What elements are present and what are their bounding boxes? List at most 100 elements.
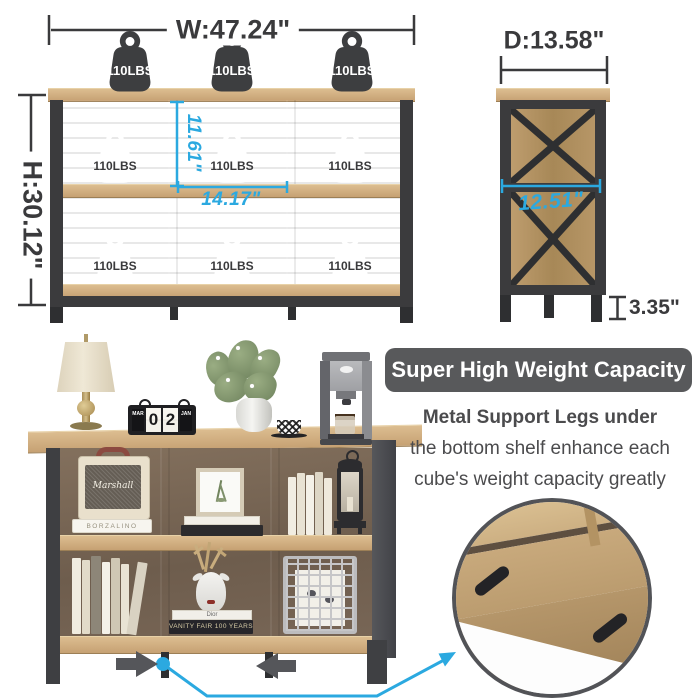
- weight-label: 110LBS: [328, 158, 372, 173]
- front-leg: [50, 307, 63, 323]
- depth-dimension-label: D:13.58": [503, 26, 605, 55]
- vase: [236, 398, 272, 432]
- speaker-handle: [96, 447, 130, 459]
- botanical-print: [216, 498, 226, 502]
- cube-width-label: 14.17": [201, 189, 261, 210]
- book-spine: [91, 556, 101, 634]
- photo-support-leg: [161, 652, 169, 678]
- weight-icon: 110LBS: [207, 129, 257, 184]
- weight-icon: 110LBS: [101, 30, 159, 92]
- weight-icon: 110LBS: [325, 229, 375, 284]
- weight-shape: [332, 130, 368, 183]
- basket-grid: [283, 556, 357, 634]
- feature-line: the bottom shelf enhance each: [410, 438, 670, 459]
- lantern-foot: [337, 528, 341, 534]
- photo-right-side-panel: [372, 440, 396, 658]
- side-support-leg: [544, 295, 554, 318]
- cube-height-label: 11.61": [183, 113, 204, 173]
- flower: [216, 356, 220, 360]
- feature-line: cube's weight capacity greatly: [414, 469, 666, 490]
- stacked-book-white: [184, 516, 260, 525]
- calendar-digit: 2: [163, 408, 178, 432]
- calendar-month-right: JAN: [180, 409, 192, 431]
- lamp-base: [70, 422, 102, 430]
- photo-left-frame: [46, 448, 60, 684]
- calendar-month-left: MAR: [132, 409, 144, 431]
- lamp-bulge: [77, 400, 95, 416]
- portafilter: [342, 399, 351, 405]
- calendar-digit: 0: [146, 408, 161, 432]
- book-vanity-fair: VANITY FAIR 100 YEARS: [169, 620, 253, 634]
- side-frame-bottom: [511, 285, 595, 295]
- coffee-cup: [277, 420, 301, 434]
- marshall-speaker: Marshall: [78, 456, 150, 520]
- side-leg: [591, 295, 602, 322]
- side-inner-width-label: 12.51": [517, 187, 585, 216]
- photo-bottom-shelf: [60, 636, 372, 654]
- flower: [236, 346, 240, 350]
- width-dimension-label: W:47.24": [166, 14, 300, 46]
- lamp-finial: [84, 334, 88, 344]
- weight-label: 110LBS: [210, 158, 254, 173]
- weight-shape: [332, 230, 368, 283]
- weight-label: 110LBS: [328, 63, 376, 79]
- flower: [226, 378, 230, 382]
- lantern-foot: [358, 528, 362, 534]
- saucer: [271, 433, 307, 438]
- weight-shape: [97, 130, 133, 183]
- weight-shape: [214, 130, 250, 183]
- front-support-leg: [170, 307, 178, 320]
- leg-height-label: 3.35": [629, 296, 680, 319]
- weight-shape: [214, 230, 250, 283]
- weight-shape: [97, 230, 133, 283]
- book-spine: [102, 562, 110, 634]
- side-view-cabinet: [496, 88, 610, 322]
- book-dior: Dior: [172, 610, 252, 620]
- flower: [258, 356, 262, 360]
- book-spine-label: BORZALINO: [86, 523, 138, 530]
- book-spine-label: VANITY FAIR 100 YEARS: [169, 623, 253, 630]
- book-spine: [72, 558, 81, 634]
- weight-icon: 110LBS: [90, 129, 140, 184]
- feature-banner: Super High Weight Capacity: [385, 348, 692, 392]
- speaker-brand-label: Marshall: [92, 481, 134, 491]
- group-head: [336, 391, 356, 399]
- weight-icon: 110LBS: [325, 129, 375, 184]
- photo-support-leg: [265, 652, 273, 678]
- weight-icon: 110LBS: [90, 229, 140, 284]
- lantern-base: [334, 521, 366, 528]
- detail-magnifier-circle: [452, 498, 652, 698]
- espresso-machine: [320, 352, 372, 445]
- photo-right-leg: [367, 640, 387, 684]
- lantern-body: [337, 467, 363, 521]
- weight-label: 110LBS: [93, 158, 137, 173]
- lantern-dome: [338, 459, 362, 469]
- book-spine: [297, 473, 305, 535]
- machine-top: [322, 352, 370, 361]
- machine-base: [320, 439, 372, 445]
- front-leg: [400, 307, 413, 323]
- machine-column: [320, 361, 330, 439]
- book-spine: [111, 558, 120, 634]
- front-bottom-rail: [50, 296, 413, 307]
- side-cross-brace-top: [511, 109, 595, 183]
- feature-line: Metal Support Legs under: [422, 407, 658, 428]
- book-spine: [306, 475, 314, 535]
- weight-shape: [109, 31, 151, 92]
- book-spine: [121, 564, 129, 634]
- brand-badge: [340, 366, 353, 373]
- side-frame-right: [595, 100, 606, 295]
- weight-icon: 110LBS: [323, 30, 381, 92]
- side-leg: [500, 295, 511, 322]
- book-spine-label: Dior: [206, 612, 218, 618]
- lantern-glass: [341, 472, 359, 512]
- book-spine: [315, 472, 323, 535]
- wire-basket: [283, 556, 357, 634]
- weight-label: 110LBS: [328, 258, 372, 273]
- front-support-leg: [288, 307, 296, 320]
- weight-icon: 110LBS: [207, 229, 257, 284]
- book-borzalino: BORZALINO: [72, 519, 152, 533]
- flip-calendar: MAR 0 2 JAN: [128, 405, 196, 435]
- side-frame-left: [500, 100, 511, 295]
